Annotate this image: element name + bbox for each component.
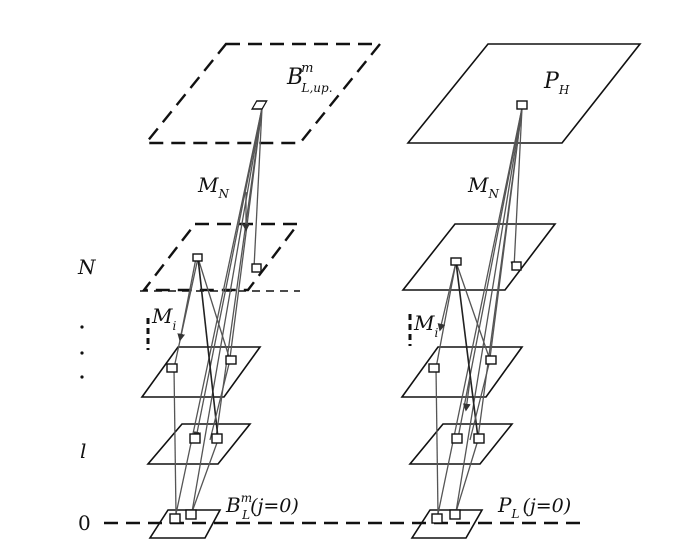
left-l-marker-1 <box>189 433 201 444</box>
right-l-marker-1 <box>451 433 463 444</box>
right-level-n-plane <box>401 223 557 291</box>
left-bottom-plane <box>148 509 222 539</box>
left-level-n-plane <box>141 222 301 292</box>
right-mid-marker-right <box>485 355 497 365</box>
right-mid-marker-left <box>428 363 440 373</box>
left-middle-plane <box>140 346 262 398</box>
right-pyramid: PH MN Mi PL(j=0) <box>400 43 642 539</box>
left-map-mid-label: Mi <box>151 304 176 333</box>
left-bottom-marker-1 <box>169 513 181 524</box>
right-top-marker <box>516 100 528 110</box>
left-mid-marker-left <box>166 363 178 373</box>
left-top-plane <box>143 42 383 145</box>
level-label-0: 0 <box>78 511 91 535</box>
right-bottom-label: PL(j=0) <box>497 493 571 521</box>
right-rays <box>435 107 523 515</box>
right-middle-plane <box>400 346 524 398</box>
right-map-top-label: MN <box>467 173 499 201</box>
left-n-marker-right <box>251 263 262 273</box>
level-label-l: l <box>80 439 86 463</box>
left-top-marker <box>250 100 268 110</box>
left-n-marker <box>192 253 203 262</box>
level-dots <box>80 325 84 379</box>
right-map-mid-label: Mi <box>413 311 438 340</box>
right-bottom-plane <box>410 509 484 539</box>
left-rays <box>173 107 263 515</box>
right-top-plane <box>406 43 642 144</box>
left-bottom-marker-2 <box>185 509 197 520</box>
right-bottom-marker-1 <box>431 513 443 524</box>
left-level-l-plane <box>146 423 252 465</box>
right-n-marker-right <box>511 261 522 271</box>
left-map-top-label: MN <box>197 173 229 201</box>
right-n-marker <box>450 257 462 266</box>
level-label-n: N <box>77 255 97 279</box>
left-l-marker-2 <box>211 433 223 444</box>
right-bottom-marker-2 <box>449 509 461 520</box>
right-l-marker-2 <box>473 433 485 444</box>
left-mid-marker-right <box>225 355 237 365</box>
right-top-label: PH <box>543 69 570 97</box>
right-level-l-plane <box>408 423 514 465</box>
